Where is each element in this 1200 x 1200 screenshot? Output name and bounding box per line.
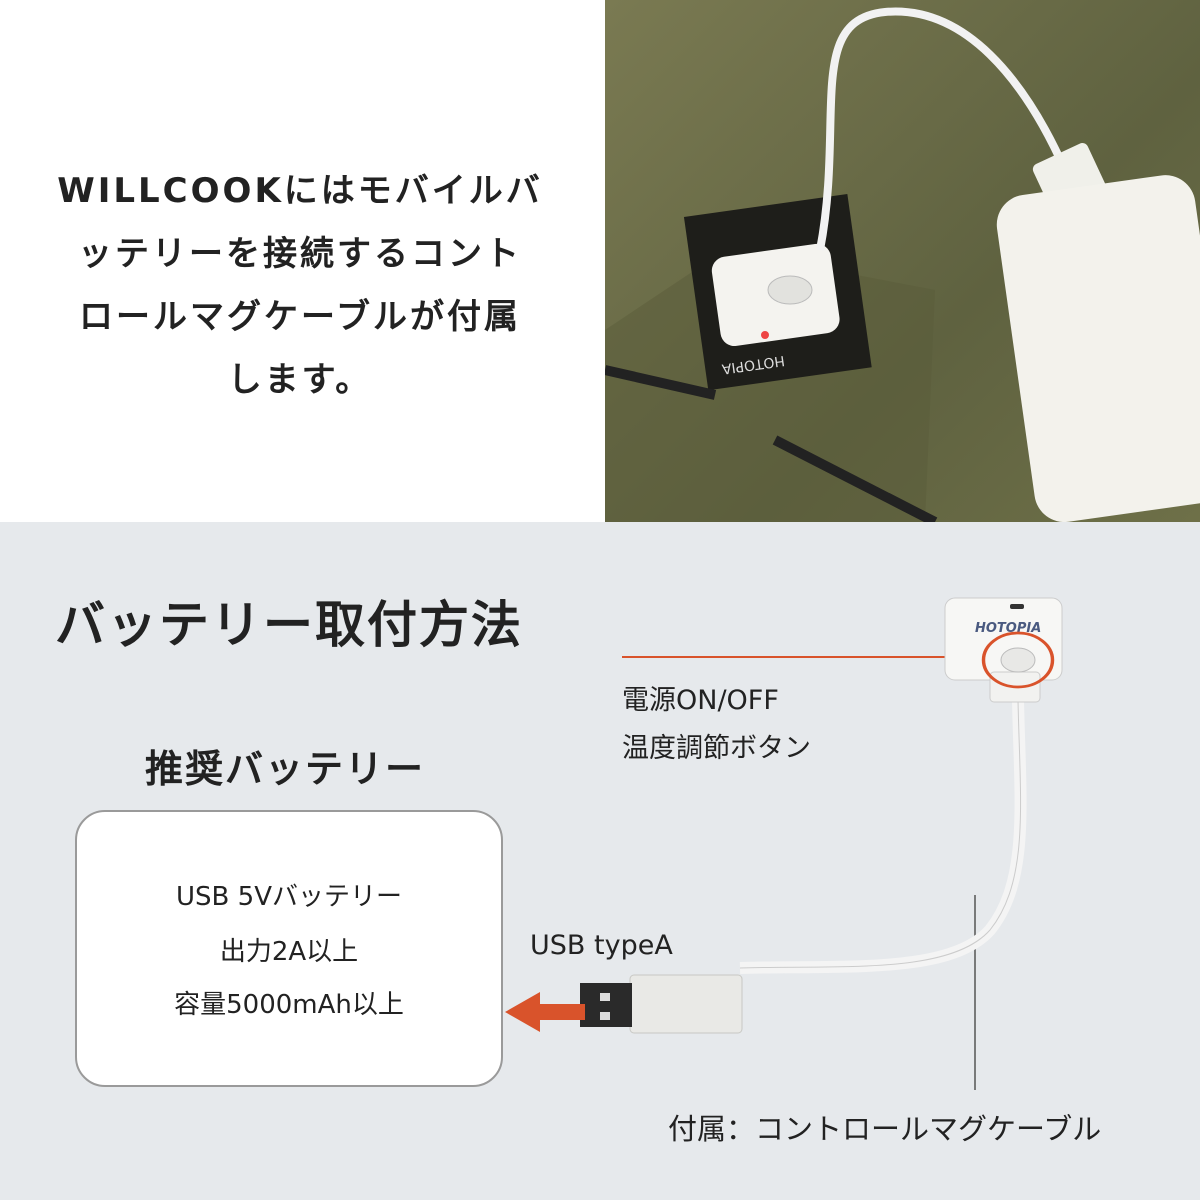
product-photo: HOTOPIA: [605, 0, 1200, 522]
button-label-power: 電源ON/OFF: [622, 685, 779, 716]
battery-spec-box: USB 5Vバッテリー 出力2A以上 容量5000mAh以上: [75, 810, 503, 1087]
connector-label: USB typeA: [530, 930, 673, 961]
button-label-temp: 温度調節ボタン: [622, 733, 811, 764]
spec-output: 出力2A以上: [219, 937, 359, 967]
section-title: バッテリー取付方法: [55, 596, 523, 654]
arrow-left-icon: [505, 992, 585, 1032]
spec-voltage: USB 5Vバッテリー: [176, 882, 402, 912]
intro-line: します。: [227, 360, 373, 400]
intro-line: ッテリーを接続するコント: [78, 234, 522, 274]
recommended-battery-title: 推奨バッテリー: [145, 747, 426, 791]
photo-illustration: HOTOPIA: [605, 7, 1200, 522]
intro-line: WILLCOOKにはモバイルバ: [57, 171, 543, 211]
intro-text: WILLCOOKにはモバイルバ ッテリーを接続するコント ロールマグケーブルが付…: [40, 160, 560, 412]
usb-plug-icon: [580, 983, 632, 1027]
cable-label: 付属：コントロールマグケーブル: [668, 1112, 1102, 1146]
intro-section: WILLCOOKにはモバイルバ ッテリーを接続するコント ロールマグケーブルが付…: [0, 0, 1200, 522]
usb-plug-housing: [629, 974, 743, 1034]
spec-capacity: 容量5000mAh以上: [174, 990, 404, 1020]
control-device: [944, 597, 1063, 681]
power-button-icon: [1000, 647, 1036, 673]
intro-line: ロールマグケーブルが付属: [79, 297, 521, 337]
